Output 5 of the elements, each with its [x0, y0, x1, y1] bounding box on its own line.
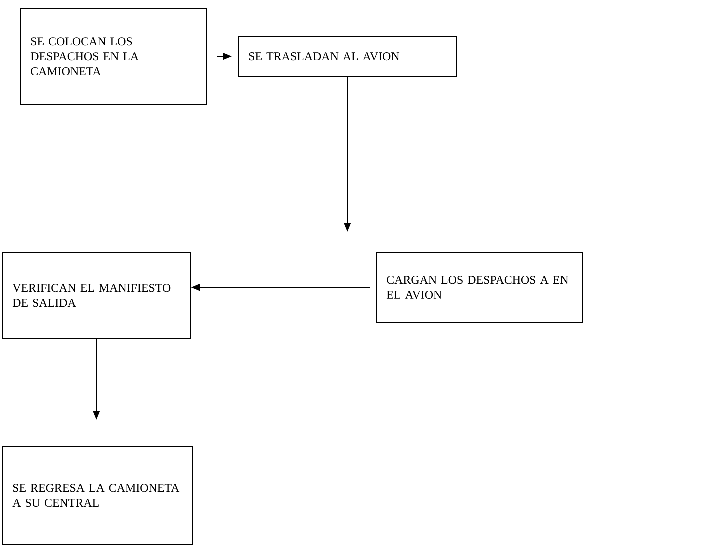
process-box: SE REGRESA LA CAMIONETA A SU CENTRAL	[2, 446, 194, 546]
process-box: SE TRASLADAN AL AVION	[238, 36, 458, 78]
process-box: CARGAN LOS DESPACHOS A EN EL AVION	[376, 252, 584, 324]
process-box: SE COLOCAN LOS DESPACHOS EN LA CAMIONETA	[20, 8, 208, 106]
process-box: VERIFICAN EL MANIFIESTO DE SALIDA	[2, 252, 192, 340]
